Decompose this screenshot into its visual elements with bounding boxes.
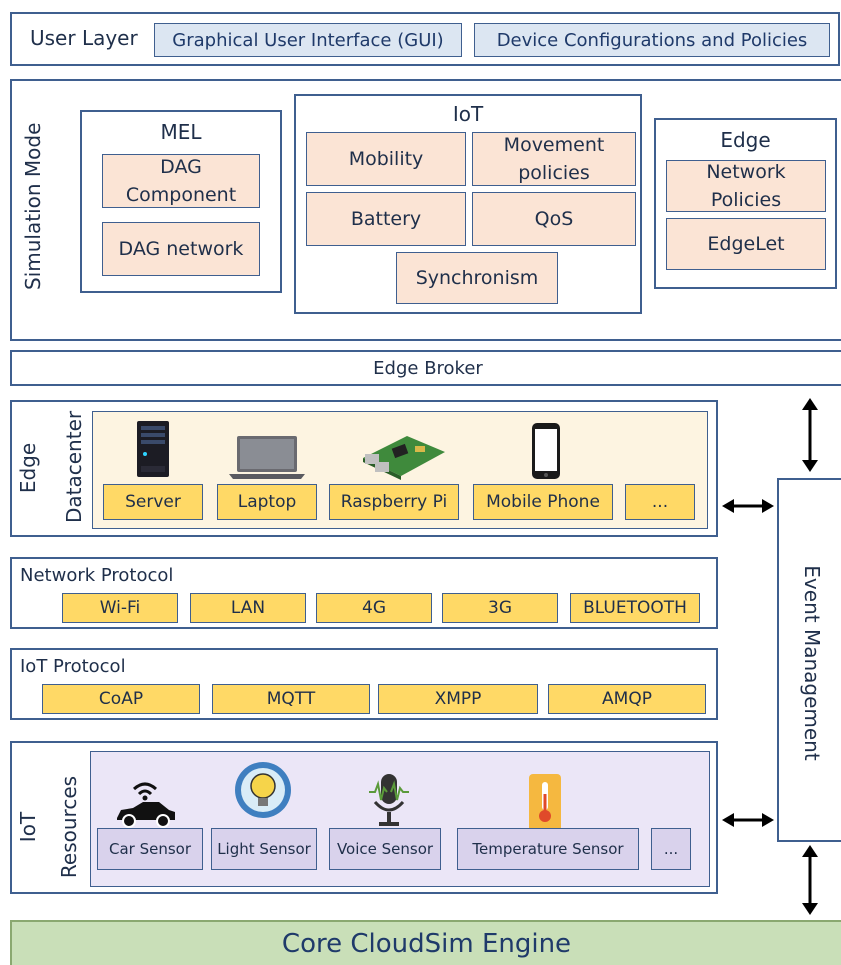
mel-title: MEL <box>160 120 202 144</box>
edge-broker-label: Edge Broker <box>373 357 483 379</box>
protocol-lan: LAN <box>190 593 306 623</box>
iot-title: IoT <box>452 102 484 126</box>
device-raspberry-pi: Raspberry Pi <box>329 484 459 520</box>
dag-network-box: DAG network <box>102 222 260 276</box>
edge-title: Edge <box>720 128 771 152</box>
car-sensor-icon <box>117 782 175 828</box>
raspberry-pi-icon <box>363 436 445 480</box>
protocol-3g: 3G <box>442 593 558 623</box>
movement-policies-box: Movement policies <box>472 132 636 186</box>
gui-box: Graphical User Interface (GUI) <box>154 23 462 57</box>
edge-broker-layer: Edge Broker <box>10 350 841 386</box>
iot-box: IoT Mobility Movement policies Battery Q… <box>294 94 642 314</box>
sensor-voice: Voice Sensor <box>329 828 441 870</box>
device-more: ... <box>625 484 695 520</box>
core-cloudsim-engine-label: Core CloudSim Engine <box>281 928 572 959</box>
protocol-bluetooth: BLUETOOTH <box>570 593 700 623</box>
user-layer: User Layer Graphical User Interface (GUI… <box>10 12 840 66</box>
network-policies-box: Network Policies <box>666 160 826 212</box>
protocol-mqtt: MQTT <box>212 684 370 714</box>
iot-resources-title-line2: Resources <box>57 775 81 879</box>
mobile-phone-icon <box>532 423 560 479</box>
sensor-tray: Car Sensor Light Sensor Voice Sensor Tem… <box>90 751 710 887</box>
sensor-more: ... <box>651 828 691 870</box>
user-layer-title: User Layer <box>30 26 138 50</box>
device-tray: Server Laptop Raspberry Pi Mobile Phone … <box>92 411 708 529</box>
device-server: Server <box>103 484 203 520</box>
protocol-amqp: AMQP <box>548 684 706 714</box>
network-protocol-layer: Network Protocol Wi-Fi LAN 4G 3G BLUETOO… <box>10 557 718 629</box>
mel-box: MEL DAG Component DAG network <box>80 110 282 293</box>
laptop-icon <box>229 436 305 479</box>
device-laptop: Laptop <box>217 484 317 520</box>
temperature-sensor-icon <box>529 774 561 832</box>
simulation-mode-layer: Simulation Mode MEL DAG Component DAG ne… <box>10 79 841 341</box>
protocol-coap: CoAP <box>42 684 200 714</box>
iot-resources-layer: IoT Resources <box>10 741 718 894</box>
sensor-light: Light Sensor <box>211 828 317 870</box>
battery-box: Battery <box>306 192 466 246</box>
synchronism-box: Synchronism <box>396 252 558 304</box>
iot-resources-title-line1: IoT <box>16 811 40 843</box>
network-protocol-title: Network Protocol <box>20 565 174 586</box>
arrow-resources-to-event <box>722 813 774 827</box>
core-cloudsim-engine: Core CloudSim Engine <box>10 920 841 965</box>
edgelet-box: EdgeLet <box>666 218 826 270</box>
protocol-4g: 4G <box>316 593 432 623</box>
sensor-temperature: Temperature Sensor <box>457 828 639 870</box>
light-sensor-icon <box>235 762 291 818</box>
iot-protocol-layer: IoT Protocol CoAP MQTT XMPP AMQP <box>10 648 718 720</box>
iot-protocol-title: IoT Protocol <box>20 656 126 677</box>
arrow-event-to-core <box>802 845 818 915</box>
arrow-datacenter-to-event <box>722 499 774 513</box>
edge-box: Edge Network Policies EdgeLet <box>654 118 837 289</box>
event-management-layer: Event Management <box>777 478 841 842</box>
sensor-car: Car Sensor <box>97 828 203 870</box>
device-mobile-phone: Mobile Phone <box>473 484 613 520</box>
qos-box: QoS <box>472 192 636 246</box>
protocol-xmpp: XMPP <box>378 684 538 714</box>
edge-datacenter-title-line2: Datacenter <box>62 410 86 523</box>
edge-datacenter-layer: Edge Datacenter <box>10 400 718 537</box>
voice-sensor-icon <box>369 774 409 826</box>
device-config-box: Device Configurations and Policies <box>474 23 830 57</box>
simulation-mode-title: Simulation Mode <box>21 122 45 290</box>
arrow-broker-to-event <box>802 398 818 472</box>
protocol-wifi: Wi-Fi <box>62 593 178 623</box>
mobility-box: Mobility <box>306 132 466 186</box>
dag-component-box: DAG Component <box>102 154 260 208</box>
event-management-label: Event Management <box>800 565 824 761</box>
edge-datacenter-title-line1: Edge <box>16 442 40 494</box>
server-icon <box>137 421 169 477</box>
